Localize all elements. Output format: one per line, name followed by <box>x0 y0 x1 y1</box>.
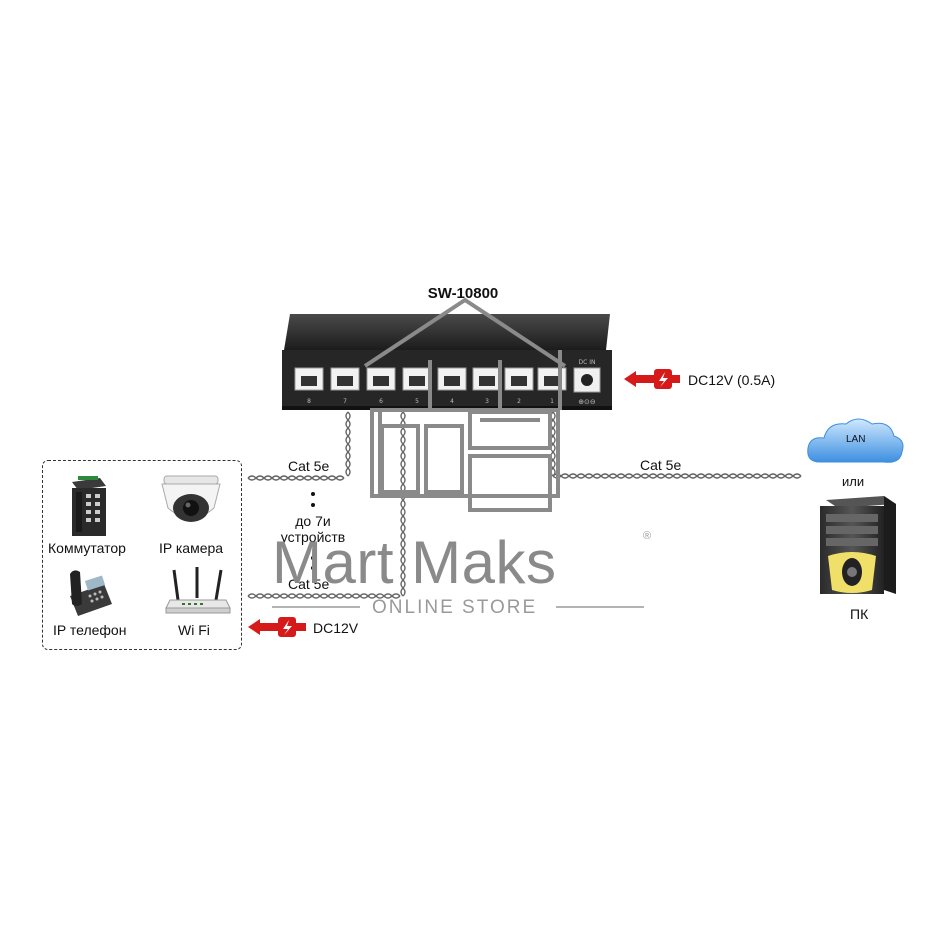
cable-left-bottom-label: Cat 5e <box>288 576 330 592</box>
devices-note: до 7и устройств <box>270 513 356 545</box>
dc-in-label: DC IN <box>579 359 596 366</box>
port-number: 7 <box>343 398 347 405</box>
device-label-phone: IP телефон <box>53 622 127 638</box>
pc-tower-icon <box>820 496 896 594</box>
power-main-label: DC12V (0.5A) <box>688 372 776 388</box>
wifi-router-icon <box>165 567 231 614</box>
power-device-label: DC12V <box>313 620 359 636</box>
cables <box>247 411 802 599</box>
cable-right-label: Cat 5e <box>640 457 682 473</box>
watermark-tagline: ONLINE STORE <box>372 597 538 618</box>
ip-camera-icon <box>161 475 221 522</box>
devices-note-line2: устройств <box>280 529 346 545</box>
port-number: 1 <box>550 398 554 405</box>
switch-model-title: SW-10800 <box>427 285 499 302</box>
device-label-wifi: Wi Fi <box>178 622 210 638</box>
port-number: 3 <box>485 398 489 405</box>
watermark-brand: Mart Maks <box>272 529 557 596</box>
port-number: 6 <box>379 398 383 405</box>
pc-label: ПК <box>850 606 869 622</box>
lan-cloud-icon <box>807 418 904 463</box>
devices-note-line1: до 7и <box>295 513 331 529</box>
power-arrow-main <box>624 369 680 389</box>
port-number: 8 <box>307 398 311 405</box>
or-label: или <box>842 474 865 489</box>
device-label-switch: Коммутатор <box>48 540 126 556</box>
watermark-shop-icon <box>363 297 567 512</box>
power-arrow-device <box>248 617 306 637</box>
cable-left-top-label: Cat 5e <box>288 458 330 474</box>
device-label-camera: IP камера <box>159 540 224 556</box>
ip-phone-icon <box>70 570 112 616</box>
ellipsis-dots <box>311 492 315 570</box>
lan-label: LAN <box>846 434 866 445</box>
port-number: 5 <box>415 398 419 405</box>
port-number: 4 <box>450 398 454 405</box>
watermark-registered: ® <box>643 530 652 542</box>
device-group-box <box>42 460 242 650</box>
industrial-switch-icon <box>72 476 106 536</box>
polarity-icon: ⊕⊙⊖ <box>578 398 596 406</box>
port-number: 2 <box>517 398 521 405</box>
